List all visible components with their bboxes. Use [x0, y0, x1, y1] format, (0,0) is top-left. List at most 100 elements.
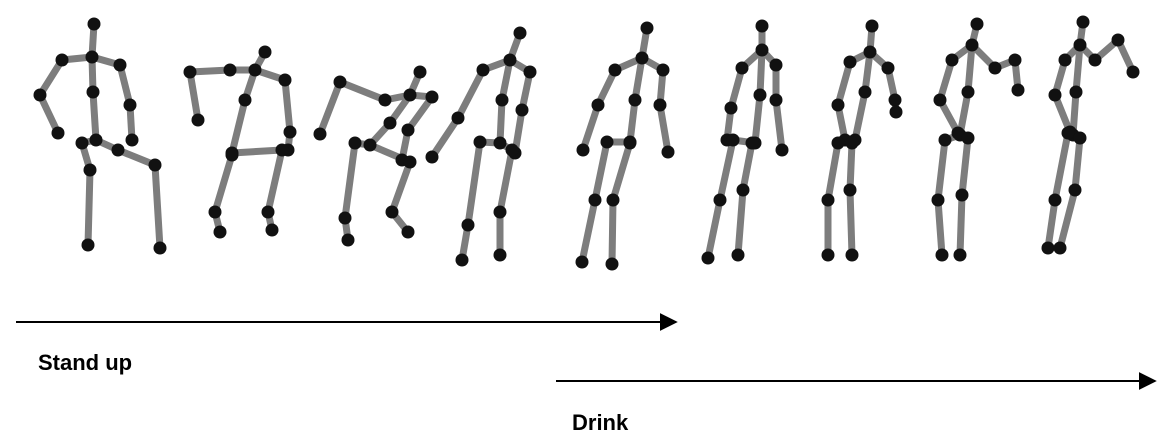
joint: [735, 61, 749, 75]
bone: [934, 196, 946, 259]
joint: [1053, 241, 1067, 255]
joint: [821, 193, 835, 207]
joint: [385, 205, 399, 219]
bone: [404, 93, 436, 134]
joint: [933, 93, 947, 107]
joint: [889, 105, 903, 119]
joint: [363, 138, 377, 152]
bone: [151, 161, 164, 252]
joint: [881, 61, 895, 75]
joint: [495, 93, 509, 107]
joint: [493, 205, 507, 219]
joint: [591, 98, 605, 112]
bone: [704, 196, 724, 262]
bone: [498, 56, 514, 104]
joint: [123, 98, 137, 112]
bone: [228, 146, 286, 157]
joint: [275, 143, 289, 157]
joint: [588, 193, 602, 207]
joint: [745, 136, 759, 150]
drink-label: Drink: [572, 410, 629, 435]
joint: [845, 136, 859, 150]
skeleton-frame-6: [701, 19, 789, 265]
joint: [153, 241, 167, 255]
bone: [428, 114, 462, 161]
bone: [464, 138, 484, 229]
joint: [208, 205, 222, 219]
skeleton-frame-4: [425, 26, 537, 267]
bone: [228, 96, 249, 157]
joint: [111, 143, 125, 157]
bone: [1044, 196, 1059, 252]
joint: [831, 136, 845, 150]
joint: [223, 63, 237, 77]
joint: [1126, 65, 1140, 79]
joint: [401, 225, 415, 239]
bone: [388, 158, 414, 216]
joint: [378, 93, 392, 107]
joint: [113, 58, 127, 72]
joint: [858, 85, 872, 99]
joint: [623, 136, 637, 150]
joint: [81, 238, 95, 252]
joint: [473, 135, 487, 149]
joint: [261, 205, 275, 219]
skeleton-frame-2: [183, 45, 297, 239]
bone: [316, 78, 344, 138]
joint: [455, 253, 469, 267]
joint: [86, 85, 100, 99]
joint: [661, 145, 675, 159]
bone: [739, 139, 756, 194]
joint: [1061, 126, 1075, 140]
bone: [578, 196, 599, 266]
bone: [734, 186, 747, 259]
joint: [51, 126, 65, 140]
skeleton-sequence: [33, 15, 1140, 271]
joint: [1048, 193, 1062, 207]
bone: [1056, 186, 1079, 252]
joint: [726, 133, 740, 147]
joint: [656, 63, 670, 77]
bone: [936, 56, 956, 104]
joint: [635, 51, 649, 65]
joint: [935, 248, 949, 262]
bone: [834, 58, 854, 109]
bone: [1051, 91, 1074, 136]
joint: [951, 126, 965, 140]
joint: [513, 26, 527, 40]
joint: [403, 155, 417, 169]
joint: [955, 188, 969, 202]
joint: [775, 143, 789, 157]
joint: [821, 248, 835, 262]
joint: [338, 211, 352, 225]
joint: [575, 255, 589, 269]
joint: [606, 193, 620, 207]
joint: [333, 75, 347, 89]
joint: [843, 55, 857, 69]
joint: [953, 248, 967, 262]
joint: [1076, 15, 1090, 29]
joint: [493, 136, 507, 150]
joint: [755, 19, 769, 33]
joint: [515, 103, 529, 117]
joint: [1068, 183, 1082, 197]
joint: [476, 63, 490, 77]
bone: [756, 46, 766, 99]
joint: [523, 65, 537, 79]
skeleton-frame-5: [575, 21, 675, 271]
joint: [1111, 33, 1125, 47]
joint: [970, 17, 984, 31]
joint: [183, 65, 197, 79]
bone: [964, 41, 976, 96]
joint: [238, 93, 252, 107]
joint: [425, 150, 439, 164]
joint: [461, 218, 475, 232]
bone: [114, 146, 159, 169]
bone: [1071, 134, 1084, 194]
bone: [454, 66, 487, 122]
joint: [945, 53, 959, 67]
bone: [958, 134, 972, 199]
joint: [724, 101, 738, 115]
joint: [55, 53, 69, 67]
